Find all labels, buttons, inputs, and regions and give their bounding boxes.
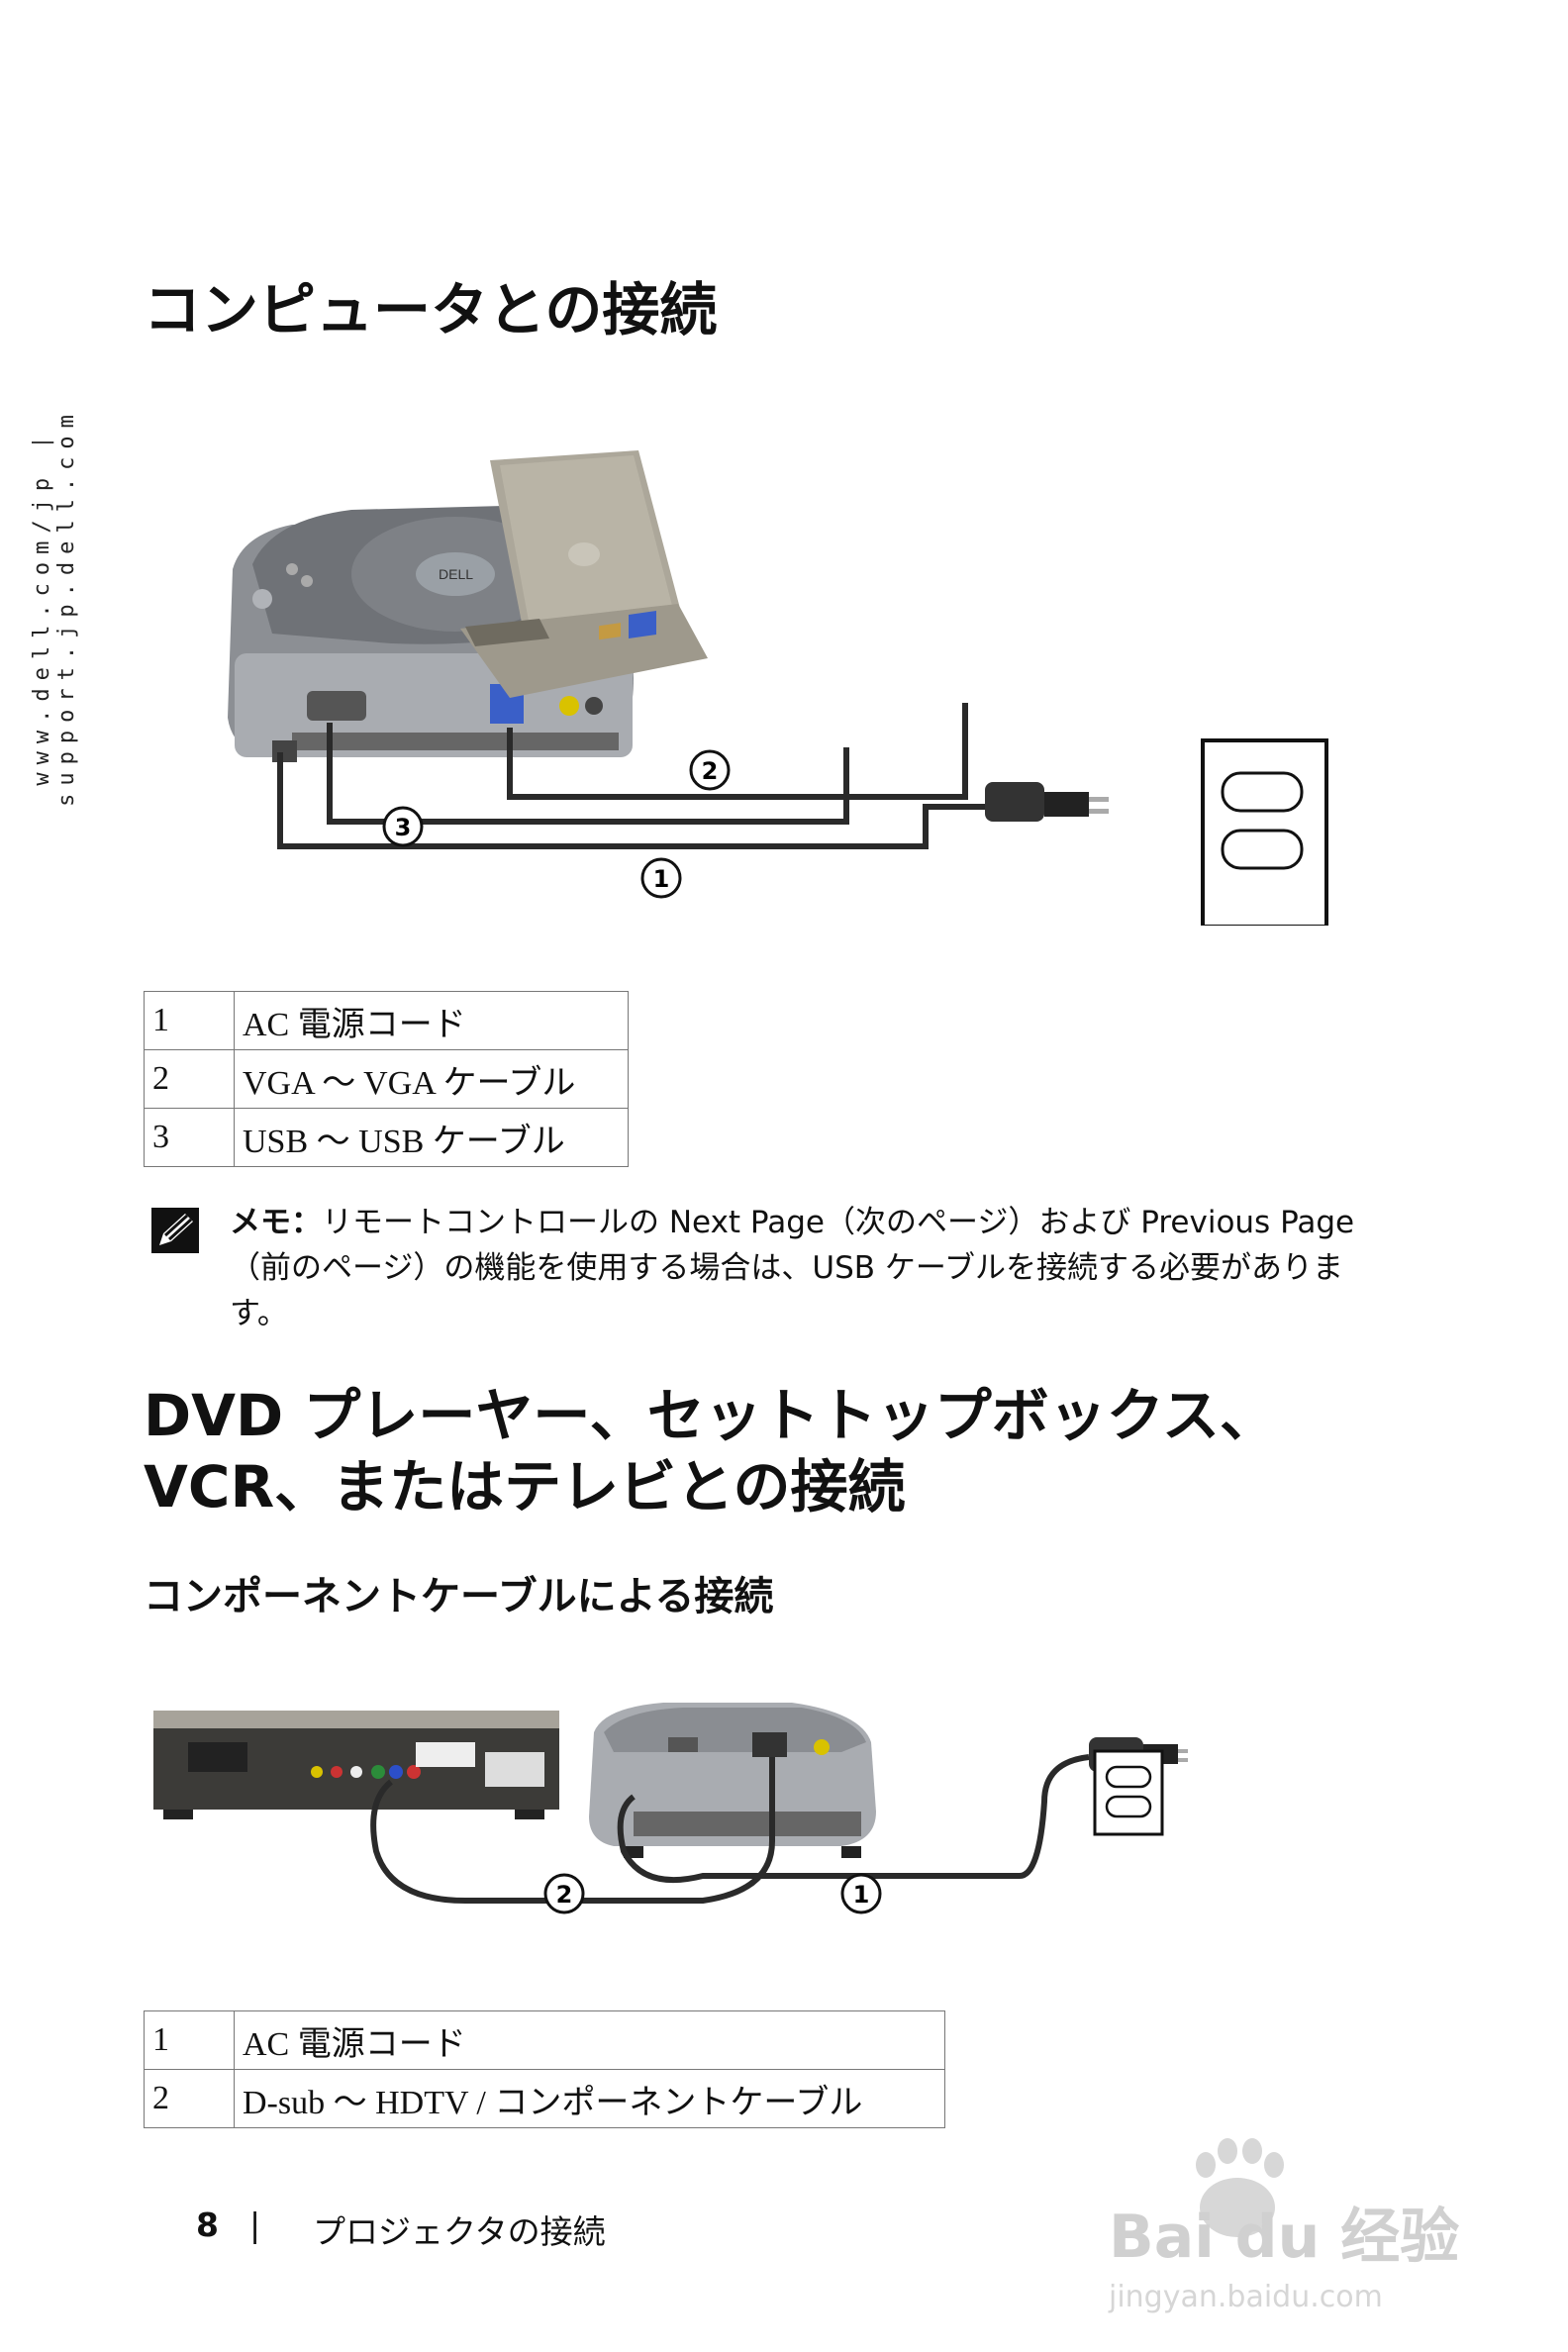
legend-table-computer: 1 AC 電源コード 2 VGA ～ VGA ケーブル 3 USB ～ USB … bbox=[144, 991, 629, 1167]
legend-label: VGA ～ VGA ケーブル bbox=[234, 1049, 629, 1109]
wall-outlet-illustration bbox=[1093, 1749, 1164, 1836]
note-label: メモ： bbox=[230, 1205, 322, 1240]
svg-text:DELL: DELL bbox=[439, 566, 473, 582]
dvd-player-illustration bbox=[153, 1711, 559, 1819]
projector-illustration bbox=[589, 1703, 876, 1858]
note-pencil-icon bbox=[151, 1208, 199, 1253]
note-text: メモ：リモートコントロールの Next Page（次のページ）および Previ… bbox=[230, 1200, 1378, 1336]
laptop-illustration bbox=[460, 450, 708, 698]
computer-connection-diagram: DELL 2 bbox=[228, 450, 1328, 926]
callout-3: 3 bbox=[395, 814, 412, 841]
note-body: リモートコントロールの Next Page（次のページ）および Previous… bbox=[230, 1205, 1355, 1331]
sidebar-url: www.dell.com/jp | support.jp.dell.com bbox=[30, 407, 79, 807]
callout-2: 2 bbox=[702, 757, 719, 785]
legend-num: 1 bbox=[144, 991, 235, 1050]
table-row: 1 AC 電源コード bbox=[144, 2010, 945, 2070]
legend-num: 2 bbox=[144, 1049, 235, 1109]
baidu-watermark-logo: Bai du 经验 jingyan.baidu.com bbox=[1108, 2138, 1459, 2314]
section-title-computer: コンピュータとの接続 bbox=[144, 276, 718, 343]
legend-num: 2 bbox=[144, 2069, 235, 2128]
power-plug-illustration bbox=[985, 782, 1109, 822]
callout-2: 2 bbox=[556, 1881, 573, 1909]
footer-page-number: 8 bbox=[196, 2205, 219, 2244]
legend-num: 1 bbox=[144, 2010, 235, 2070]
component-connection-diagram: 2 1 bbox=[153, 1703, 1188, 1914]
legend-table-component: 1 AC 電源コード 2 D-sub ～ HDTV / コンポーネントケーブル bbox=[144, 2010, 945, 2128]
legend-label: AC 電源コード bbox=[234, 2010, 945, 2070]
legend-num: 3 bbox=[144, 1108, 235, 1167]
callout-1: 1 bbox=[853, 1881, 870, 1909]
footer-section-title: プロジェクタの接続 bbox=[313, 2212, 606, 2251]
legend-label: AC 電源コード bbox=[234, 991, 629, 1050]
table-row: 2 D-sub ～ HDTV / コンポーネントケーブル bbox=[144, 2069, 945, 2128]
table-row: 2 VGA ～ VGA ケーブル bbox=[144, 1049, 629, 1109]
section-title-dvd-line1: DVD プレーヤー、セットトップボックス、 bbox=[144, 1382, 1278, 1449]
wall-outlet-illustration bbox=[1201, 738, 1328, 926]
svg-text:Bai du 经验: Bai du 经验 bbox=[1109, 2203, 1459, 2272]
footer-separator: | bbox=[249, 2205, 261, 2244]
section-title-dvd-line2: VCR、またはテレビとの接続 bbox=[144, 1453, 906, 1520]
svg-text:jingyan.baidu.com: jingyan.baidu.com bbox=[1108, 2280, 1383, 2314]
legend-label: D-sub ～ HDTV / コンポーネントケーブル bbox=[234, 2069, 945, 2128]
table-row: 3 USB ～ USB ケーブル bbox=[144, 1108, 629, 1167]
legend-label: USB ～ USB ケーブル bbox=[234, 1108, 629, 1167]
callout-1: 1 bbox=[653, 865, 670, 893]
subsection-title-component: コンポーネントケーブルによる接続 bbox=[144, 1574, 774, 1619]
table-row: 1 AC 電源コード bbox=[144, 991, 629, 1050]
